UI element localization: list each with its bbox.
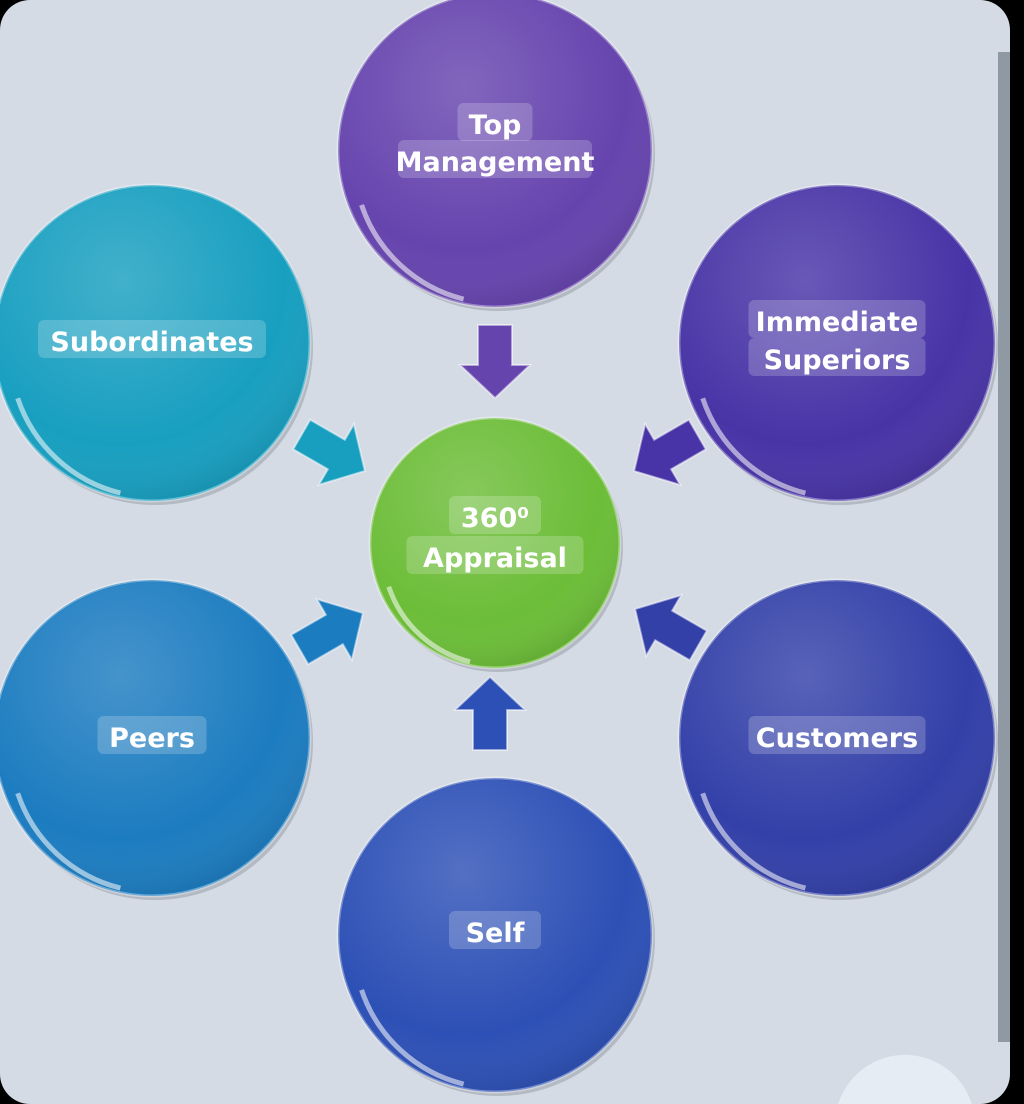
node-customers: Customers bbox=[677, 578, 998, 900]
node-top-management-label: Top bbox=[469, 110, 522, 141]
node-peers-label: Peers bbox=[109, 723, 195, 754]
node-immediate-superiors-label: Immediate bbox=[756, 307, 919, 338]
arrow-icon bbox=[291, 418, 367, 487]
arrow-icon bbox=[457, 324, 533, 400]
bottom-overlay-button[interactable] bbox=[838, 1054, 972, 1104]
node-center-label: 360⁰ bbox=[461, 503, 529, 534]
node-center: 360⁰ Appraisal bbox=[368, 416, 623, 672]
node-self: Self bbox=[336, 776, 655, 1096]
scrollbar[interactable] bbox=[998, 52, 1010, 1042]
arrow-icon bbox=[632, 418, 708, 487]
node-immediate-superiors-label: Superiors bbox=[764, 345, 911, 376]
arrow-icon bbox=[452, 675, 528, 751]
node-self-label: Self bbox=[466, 918, 525, 949]
node-center-label: Appraisal bbox=[423, 543, 567, 574]
node-peers: Peers bbox=[0, 578, 313, 900]
node-subordinates: Subordinates bbox=[0, 183, 313, 505]
arrow-icon bbox=[289, 597, 365, 666]
node-top-management-label: Management bbox=[396, 147, 595, 178]
node-customers-label: Customers bbox=[756, 723, 918, 754]
node-subordinates-label: Subordinates bbox=[50, 327, 253, 358]
arrow-icon bbox=[633, 593, 709, 662]
